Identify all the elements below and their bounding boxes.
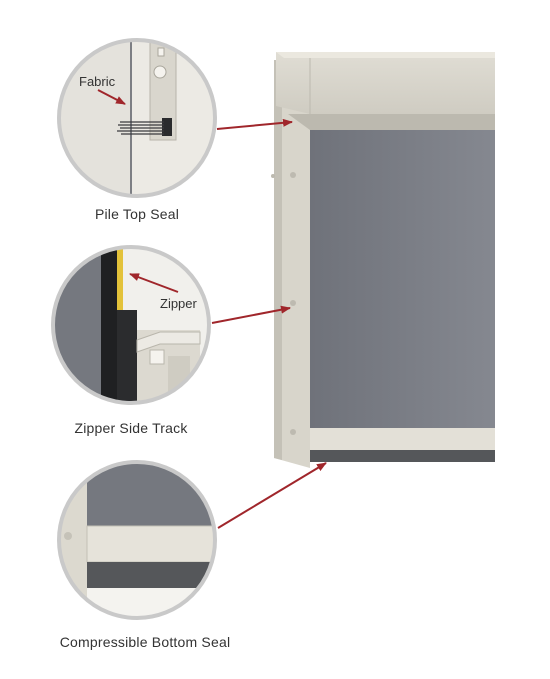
callout-fabric: Fabric <box>79 74 116 89</box>
detail-bottom-seal <box>57 460 217 620</box>
screen-fabric <box>310 130 495 430</box>
fastener-dot <box>290 172 296 178</box>
connector-arrow-bottom <box>217 462 327 529</box>
callout-arrow <box>97 89 126 105</box>
fastener-dot <box>290 429 296 435</box>
callout-arrow <box>129 273 179 293</box>
detail-pile-top-seal: Fabric <box>57 38 217 198</box>
detail-circle-border <box>51 245 211 405</box>
head-box-underside <box>288 114 495 130</box>
caption-zipper-side-track: Zipper Side Track <box>74 420 188 436</box>
connector-arrow-side <box>211 305 291 324</box>
caption-pile-top-seal: Pile Top Seal <box>94 206 180 222</box>
screen-unit <box>271 52 495 468</box>
caption-bottom-seal: Compressible Bottom Seal <box>59 634 231 650</box>
detail-circle-border <box>57 38 217 198</box>
head-box <box>276 52 495 114</box>
left-side-track-edge <box>274 60 282 460</box>
connector-arrow-top <box>216 118 293 130</box>
bottom-bar <box>310 428 495 452</box>
fastener-dot <box>290 300 296 306</box>
fastener-dot <box>271 174 275 178</box>
bottom-seal <box>310 450 495 462</box>
detail-zipper-side-track: Zipper <box>51 245 211 405</box>
left-side-track <box>274 60 310 468</box>
detail-circle-border <box>57 460 217 620</box>
head-box-top <box>276 52 495 58</box>
callout-zipper: Zipper <box>160 296 198 311</box>
